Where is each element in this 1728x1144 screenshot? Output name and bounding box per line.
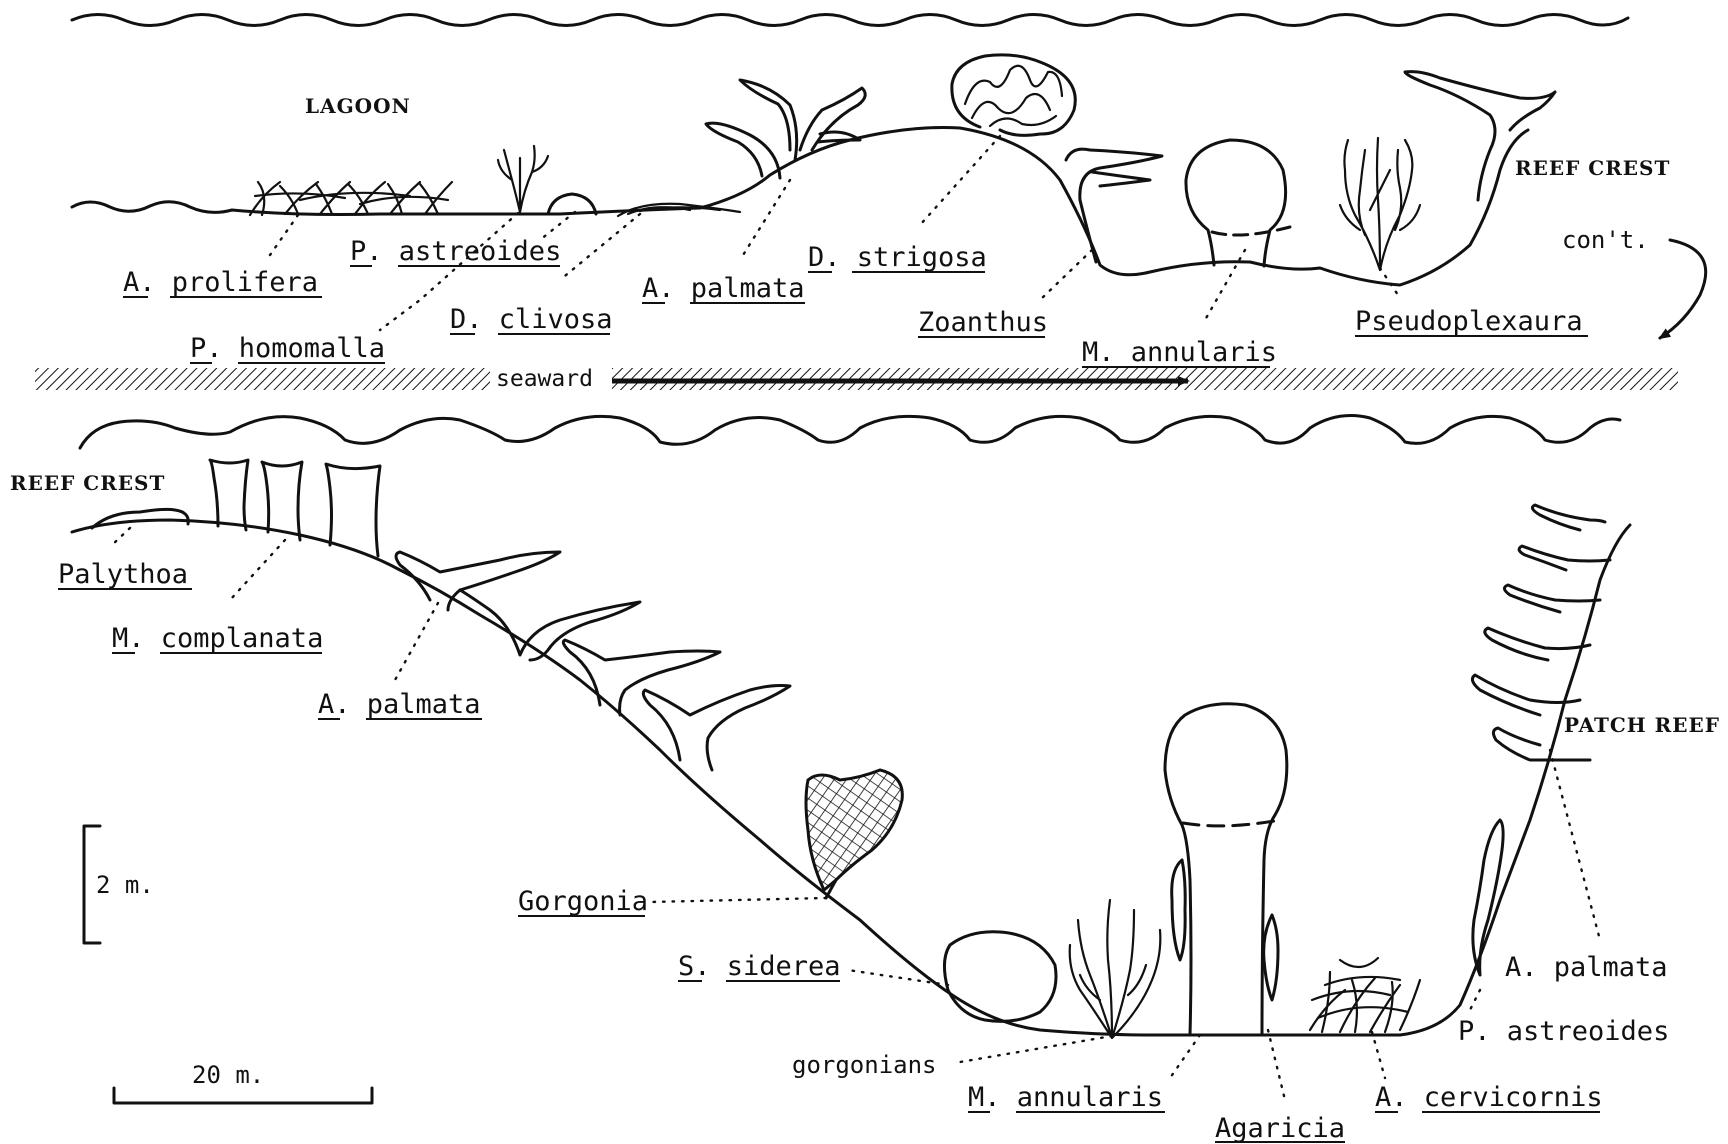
horizontal-scale-bar: 20 m.	[114, 1061, 372, 1103]
label-a-palmata-top: A. palmata	[642, 273, 805, 304]
label-d-clivosa: D. clivosa	[450, 304, 613, 335]
zone-label-patch-reef: PATCH REEF	[1564, 713, 1720, 737]
sea-surface-top	[72, 15, 1628, 26]
label-m-annularis-bottom: M. annularis	[968, 1082, 1163, 1113]
zone-label-cont: con't.	[1562, 226, 1649, 254]
label-p-astreoides: P. astreoides	[350, 236, 561, 267]
leader-lines-top	[270, 136, 1400, 330]
gorgonians-cluster	[1070, 900, 1161, 1038]
reef-crest-arch-top	[1405, 72, 1555, 200]
label-gorgonia: Gorgonia	[518, 886, 648, 917]
vertical-scale-bar: 2 m.	[84, 826, 154, 943]
label-p-astreoides-patch: P. astreoides	[1458, 1016, 1669, 1047]
p-homomalla-gorgonian	[498, 146, 548, 212]
label-d-strigosa: D. strigosa	[808, 242, 987, 273]
horizontal-scale-label: 20 m.	[192, 1061, 264, 1089]
label-m-annularis-top: M. annularis	[1082, 337, 1277, 368]
species-labels-top: A. prolifera P. astreoides P. homomalla …	[123, 236, 1588, 368]
m-complanata-colonies	[210, 460, 380, 556]
seaward-band: seaward	[35, 366, 1678, 392]
zoanthus-colony	[1066, 149, 1162, 262]
zone-label-lagoon: LAGOON	[305, 94, 411, 118]
zone-label-reef-crest-bottom: REEF CREST	[10, 471, 165, 495]
label-p-homomalla: P. homomalla	[190, 333, 385, 364]
label-pseudoplexaura: Pseudoplexaura	[1355, 306, 1583, 337]
top-panel: LAGOON REEF CREST con't. A. prolifera P.…	[72, 15, 1706, 369]
s-siderea-colony	[944, 932, 1056, 1022]
a-palmata-colonies-slope	[396, 552, 790, 770]
label-s-siderea: S. siderea	[678, 951, 841, 982]
d-strigosa-brain-coral	[952, 55, 1075, 135]
label-palythoa: Palythoa	[58, 559, 188, 590]
bottom-panel: REEF CREST PATCH REEF Palythoa M. compla…	[10, 416, 1720, 1144]
label-m-complanata: M. complanata	[112, 623, 323, 654]
label-a-palmata-slope: A. palmata	[318, 689, 481, 720]
label-agaricia: Agaricia	[1215, 1113, 1345, 1144]
a-palmata-colony-top	[706, 80, 865, 178]
label-a-palmata-patch: A. palmata	[1505, 952, 1668, 983]
hatched-band-left	[35, 368, 490, 390]
label-seaward: seaward	[496, 366, 593, 392]
label-a-cervicornis: A. cervicornis	[1375, 1082, 1603, 1113]
a-prolifera-coral	[250, 182, 452, 215]
a-cervicornis-thicket	[1310, 958, 1420, 1032]
vertical-scale-label: 2 m.	[96, 871, 154, 899]
patch-reef-wall	[1472, 505, 1610, 975]
sea-surface-bottom	[80, 416, 1620, 448]
m-annularis-colony-top	[1186, 140, 1290, 266]
label-zoanthus: Zoanthus	[918, 307, 1048, 338]
continuation-arrow	[1660, 240, 1706, 338]
p-astreoides-colony	[548, 194, 596, 214]
gorgonia-sea-fan	[806, 770, 902, 898]
label-a-prolifera: A. prolifera	[123, 267, 318, 298]
pseudoplexaura-gorgonian	[1340, 138, 1420, 270]
label-gorgonians: gorgonians	[792, 1051, 937, 1079]
zone-label-reef-crest-top: REEF CREST	[1515, 156, 1670, 180]
